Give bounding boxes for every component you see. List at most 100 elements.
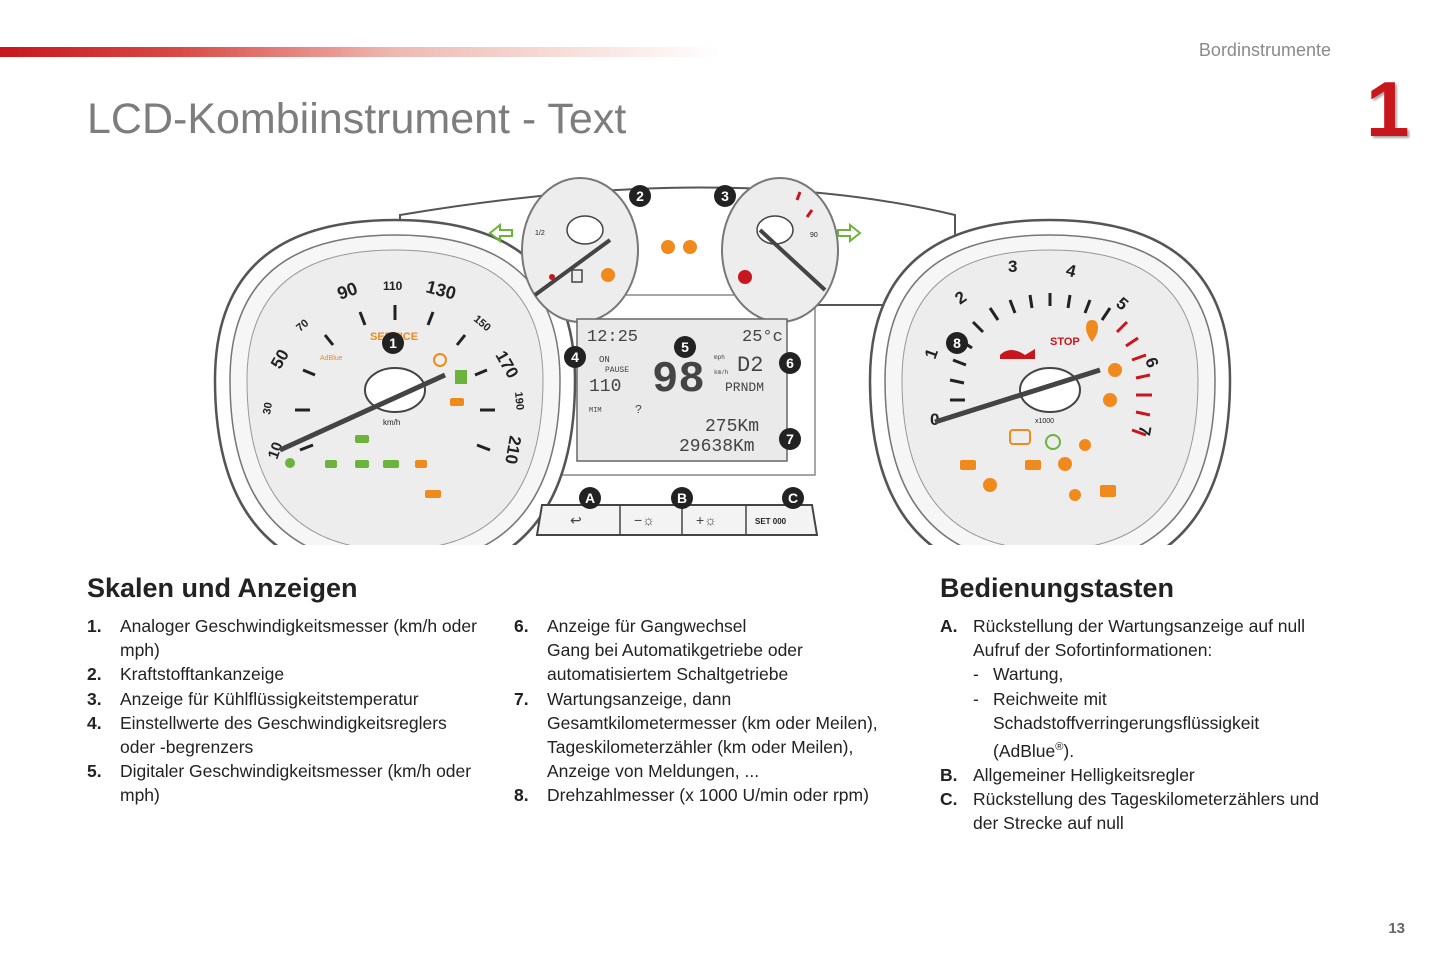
list-item: 4. Einstellwerte des Geschwindigkeitsregl… bbox=[87, 711, 477, 759]
page-number: 13 bbox=[1388, 920, 1405, 937]
fuel-gauge: 1/2 bbox=[521, 177, 639, 323]
seatbelt-icon bbox=[1086, 320, 1098, 342]
marker-4: 4 bbox=[571, 349, 579, 365]
list-item: C. Rückstellung des Tageskilometerzählers… bbox=[940, 787, 1340, 835]
item-text: Rückstellung des Tageskilometerzählers u… bbox=[973, 789, 1319, 834]
oil-warning-icon bbox=[1000, 349, 1035, 359]
speedo-orange-indicators bbox=[415, 353, 464, 498]
marker-3: 3 bbox=[721, 188, 729, 204]
fuel-reserve-dot bbox=[601, 268, 615, 282]
button-b-plus-glyph: +☼ bbox=[696, 512, 717, 528]
item-text-secondary: Aufruf der Sofortinformationen: bbox=[973, 640, 1213, 661]
lcd-on: ON bbox=[599, 355, 610, 365]
lcd-set-speed: 110 bbox=[589, 377, 621, 397]
fuel-pump-icon bbox=[571, 269, 583, 283]
tacho-tick-label: 3 bbox=[1008, 257, 1017, 276]
speedo-unit-label: km/h bbox=[383, 418, 400, 427]
chapter-number: 1 bbox=[1366, 65, 1410, 153]
coolant-temp-gauge: 90 bbox=[721, 177, 839, 323]
lcd-speed-unit-mph: mph bbox=[714, 354, 725, 361]
lcd-speed-unit-kmh: km/h bbox=[714, 369, 729, 376]
list-item: 5. Digitaler Geschwindigkeitsmesser (km/h… bbox=[87, 759, 477, 807]
item-text: Wartungsanzeige, dann Gesamtkilometermes… bbox=[547, 688, 878, 782]
speedo-tick-label: 30 bbox=[261, 401, 275, 415]
item-key: 3. bbox=[87, 688, 102, 709]
list-item: B. Allgemeiner Helligkeitsregler bbox=[940, 763, 1340, 787]
list-item: 3. Anzeige für Kühlflüssigkeitstemperatur bbox=[87, 687, 477, 711]
item-key: 6. bbox=[514, 616, 529, 636]
list-item: 1. Analoger Geschwindigkeitsmesser (km/h … bbox=[87, 614, 477, 662]
lcd-speed: 98 bbox=[652, 355, 705, 405]
marker-8: 8 bbox=[953, 335, 961, 351]
speedo-center-hub bbox=[364, 367, 426, 413]
lcd-odo: 29638Km bbox=[679, 437, 755, 457]
lcd-gear-sequence: PRNDM bbox=[725, 380, 764, 395]
sub-item-text: Wartung, bbox=[993, 664, 1064, 685]
section-label: Bordinstrumente bbox=[1198, 40, 1331, 60]
button-c-label: SET 000 bbox=[755, 517, 787, 526]
adblue-text: (AdBlue bbox=[993, 740, 1056, 761]
heading-controls: Bedienungstasten bbox=[940, 573, 1175, 603]
heading-scales: Skalen und Anzeigen bbox=[87, 573, 358, 603]
speedo-tick-label: 110 bbox=[383, 279, 403, 293]
item-key: 5. bbox=[87, 761, 102, 782]
tacho-needle bbox=[934, 367, 1101, 425]
lcd-min-label: MIM bbox=[589, 407, 602, 415]
item-key: B. bbox=[940, 765, 958, 786]
list-item: 7. Wartungsanzeige, dann Gesamtkilometerm… bbox=[514, 687, 904, 784]
page-title: LCD-Kombiinstrument - Text bbox=[87, 95, 627, 143]
button-a-glyph: ↩ bbox=[570, 512, 582, 528]
item-key: 1. bbox=[87, 616, 102, 636]
speedo-tick-label: 10 bbox=[265, 440, 287, 461]
lcd-temp: 25°c bbox=[742, 328, 783, 347]
item-key: 2. bbox=[87, 664, 102, 685]
tachometer: 0 1 2 3 4 5 6 7 STOP x1000 bbox=[868, 218, 1232, 545]
right-turn-indicator-icon bbox=[837, 222, 862, 244]
item-key: 7. bbox=[514, 688, 529, 709]
item-text: Einstellwerte des Geschwindigkeitsregler… bbox=[120, 712, 447, 758]
list-item: 2. Kraftstofftankanzeige bbox=[87, 662, 477, 686]
list-item: A. Rückstellung der Wartungsanzeige auf … bbox=[940, 614, 1340, 763]
sub-item: -Wartung, bbox=[973, 662, 1340, 686]
item-text: Analoger Geschwindigkeitsmesser (km/h od… bbox=[120, 616, 477, 661]
item-text-secondary: Gang bei Automatikgetriebe oder automati… bbox=[547, 640, 803, 685]
tacho-green-indicator bbox=[1045, 434, 1061, 450]
item-text: Allgemeiner Helligkeitsregler bbox=[973, 765, 1195, 786]
marker-6: 6 bbox=[786, 355, 794, 371]
adblue-close: ). bbox=[1063, 740, 1075, 761]
item-key: C. bbox=[940, 789, 958, 810]
marker-5: 5 bbox=[681, 339, 689, 355]
left-turn-indicator-icon bbox=[488, 222, 513, 244]
item-text: Anzeige für Kühlflüssigkeitstemperatur bbox=[120, 688, 419, 709]
speedo-tick-label: 190 bbox=[512, 391, 526, 410]
instrument-cluster-diagram: 10 30 50 70 90 110 130 150 170 190 210 S… bbox=[213, 177, 1232, 545]
item-key: 8. bbox=[514, 785, 529, 806]
controls-list: A. Rückstellung der Wartungsanzeige auf … bbox=[940, 614, 1340, 836]
sub-item-text: Reichweite mit bbox=[993, 688, 1107, 709]
item-text: Rückstellung der Wartungsanzeige auf nul… bbox=[973, 616, 1306, 636]
speedo-green-indicators bbox=[285, 370, 467, 468]
tacho-stop-label: STOP bbox=[1050, 336, 1080, 348]
lcd-question: ? bbox=[635, 403, 642, 417]
tacho-unit-label: x1000 bbox=[1035, 418, 1054, 425]
marker-c: C bbox=[788, 490, 798, 506]
tacho-redline bbox=[1115, 320, 1152, 437]
fuel-half-label: 1/2 bbox=[535, 230, 545, 237]
item-key: 4. bbox=[87, 712, 102, 733]
header-accent-bar bbox=[0, 47, 720, 57]
marker-2: 2 bbox=[636, 188, 644, 204]
seatbelt-warning-icons bbox=[661, 240, 697, 254]
temp-90-label: 90 bbox=[810, 232, 818, 239]
item-text: Kraftstofftankanzeige bbox=[120, 664, 285, 685]
item-text: Drehzahlmesser (x 1000 U/min oder rpm) bbox=[547, 785, 869, 806]
list-item: 8. Drehzahlmesser (x 1000 U/min oder rpm) bbox=[514, 783, 904, 807]
marker-b: B bbox=[677, 490, 687, 506]
registered-mark: ® bbox=[1055, 741, 1064, 754]
marker-a: A bbox=[585, 490, 595, 506]
marker-1: 1 bbox=[389, 335, 397, 351]
sub-dash: - bbox=[973, 688, 979, 709]
speedo-tick-label: 210 bbox=[501, 434, 525, 465]
item-text: Digitaler Geschwindigkeitsmesser (km/h o… bbox=[120, 761, 472, 806]
marker-7: 7 bbox=[786, 431, 794, 447]
